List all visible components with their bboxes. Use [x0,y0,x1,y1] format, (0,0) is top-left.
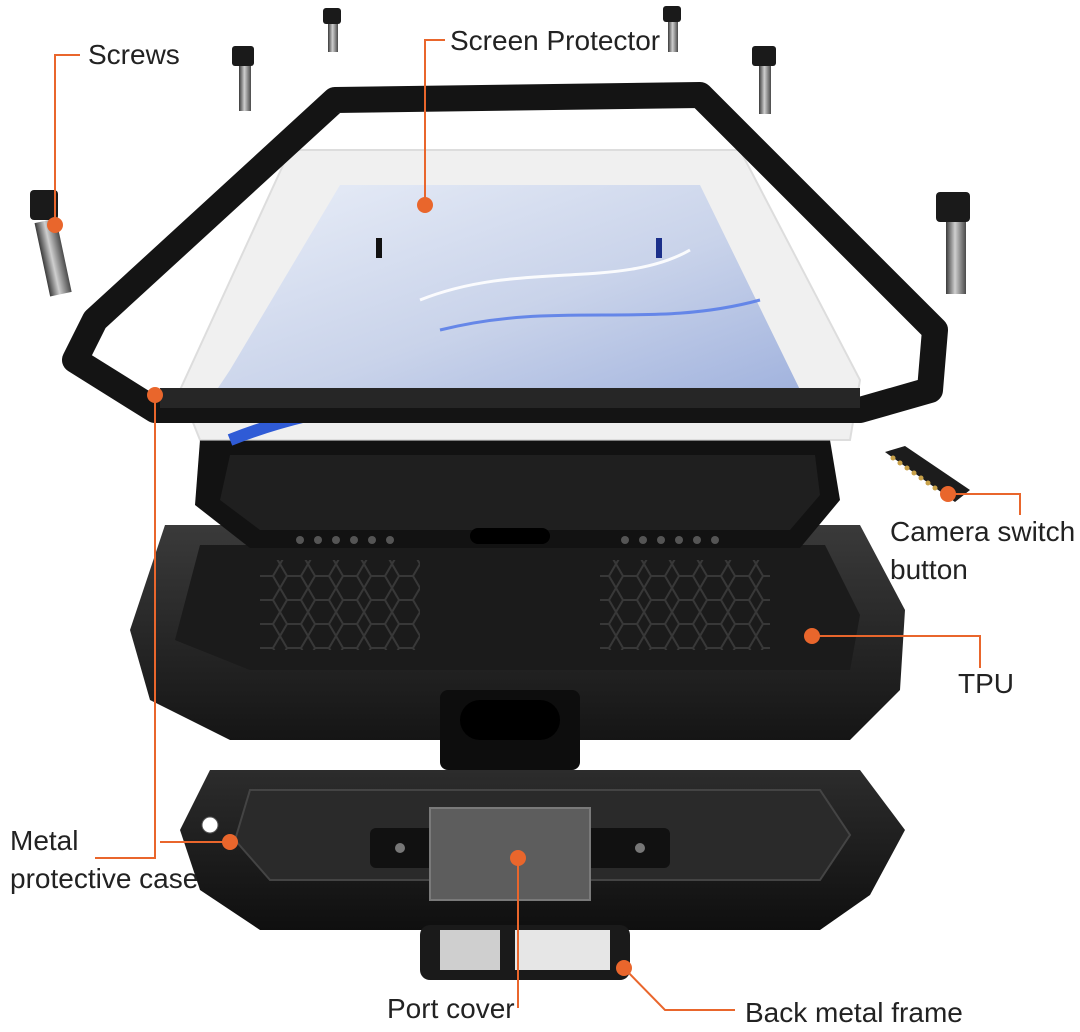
label-tpu: TPU [958,668,1014,699]
callout-camera-switch [940,486,1021,515]
callout-screws [47,54,80,233]
screw-1 [30,190,72,297]
screw-6 [936,192,970,294]
callout-metal-case [95,387,238,859]
callout-tpu [804,628,981,668]
screw-4 [663,6,681,52]
label-back-metal-frame: Back metal frame [745,997,963,1028]
top-metal-frame [62,82,948,423]
label-screen-protector: Screen Protector [450,25,661,56]
metal-protective-case [130,525,905,770]
callout-screen-protector [417,39,445,213]
screen-protector [178,149,862,446]
tpu-inner-case [195,440,840,548]
screw-3 [323,8,341,52]
screw-5 [752,46,776,114]
label-metal-case-line1: Metal [10,825,79,856]
label-screws: Screws [88,39,180,70]
label-camera-switch-line2: button [890,554,968,585]
label-port-cover: Port cover [387,993,515,1024]
port-cover [370,807,670,901]
label-metal-case-line2: protective case [10,863,199,894]
label-camera-switch-line1: Camera switch [890,516,1076,547]
screw-2 [232,46,254,111]
callout-port-cover [510,850,526,1008]
callout-back-metal-frame [616,960,735,1011]
